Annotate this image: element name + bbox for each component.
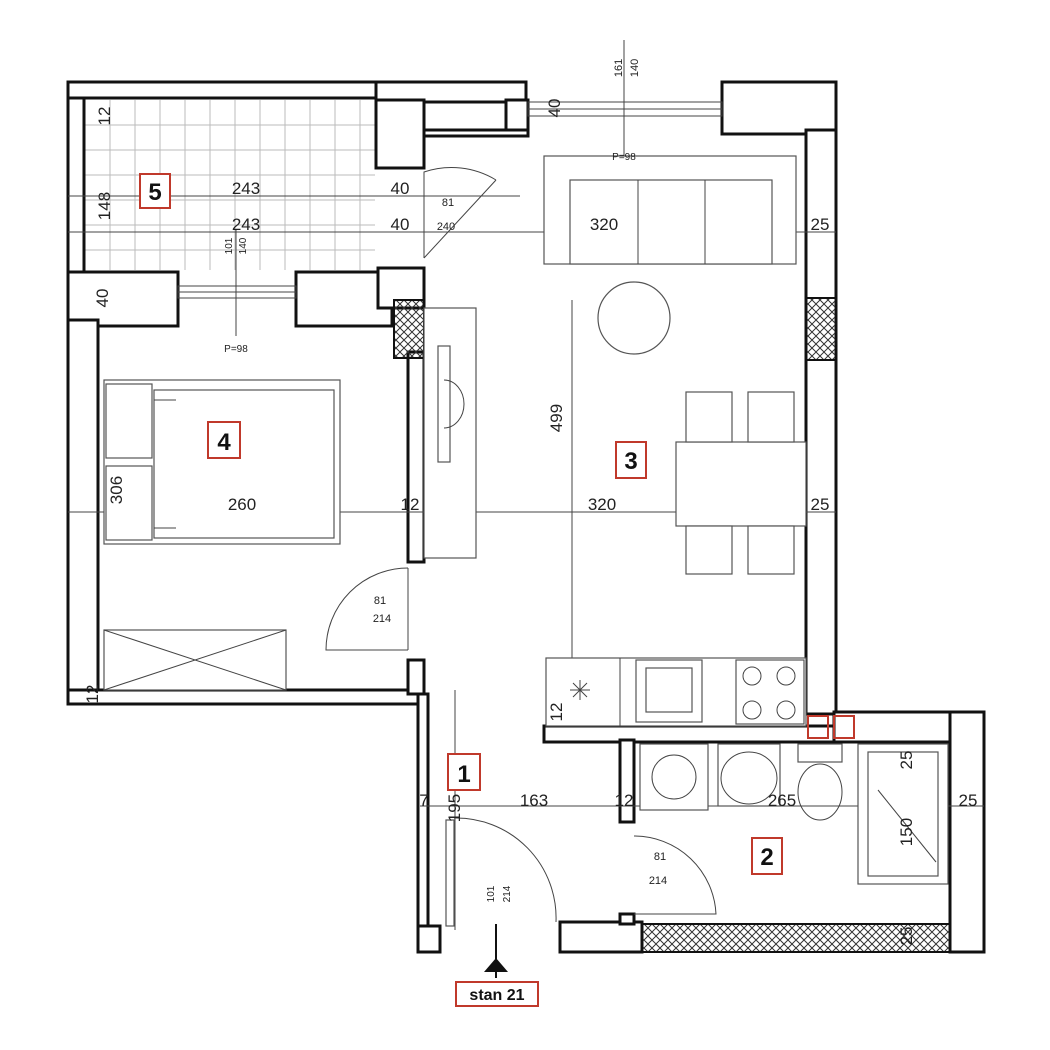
svg-text:5: 5 <box>148 179 161 206</box>
bedroom-door <box>325 567 409 651</box>
bathroom-fixtures <box>639 715 949 885</box>
window-p-label-left: P=98 <box>224 344 248 355</box>
entrance-label: stan 21 <box>455 981 539 1007</box>
svg-text:4: 4 <box>217 429 231 456</box>
dim-kitchen-wall-12: 12 <box>547 703 566 722</box>
round-table <box>597 281 671 355</box>
bathroom-door <box>633 835 717 915</box>
dim-wall-40-left: 40 <box>93 289 112 308</box>
dim-wall-40-b: 40 <box>391 215 410 234</box>
entry-door <box>445 817 557 927</box>
dim-living-width-top: 320 <box>590 215 618 234</box>
dim-hall-partition-12: 12 <box>615 791 634 810</box>
dim-hall-width: 163 <box>520 791 548 810</box>
room-label-4: 4 <box>207 421 241 459</box>
window-balcony-height: 140 <box>238 237 249 254</box>
balcony-tile-grid <box>85 100 375 270</box>
room-label-3: 3 <box>615 441 647 479</box>
dim-bath-wall-25-bottom: 25 <box>897 927 916 946</box>
dim-hall-depth: 195 <box>445 794 464 822</box>
windows <box>177 101 723 299</box>
dim-bedroom-door-h: 214 <box>373 613 391 625</box>
dim-living-length: 499 <box>547 404 566 432</box>
dim-entry-door-h: 214 <box>502 885 513 902</box>
dim-bath-wall-25-top: 25 <box>897 751 916 770</box>
window-top-height: 140 <box>629 59 641 77</box>
dim-balcony-door-w: 81 <box>442 197 454 209</box>
dim-balcony-width-2: 243 <box>232 215 260 234</box>
svg-text:stan 21: stan 21 <box>469 987 524 1004</box>
dim-balcony-wall-12: 12 <box>95 107 114 126</box>
bed <box>103 379 341 545</box>
window-p-label-top: P=98 <box>612 152 636 163</box>
dim-wall-40-top: 40 <box>545 99 564 118</box>
dim-ext-wall-25-top: 25 <box>811 215 830 234</box>
dim-balcony-width-1: 243 <box>232 179 260 198</box>
dim-balcony-depth: 148 <box>95 192 114 220</box>
dining-set <box>675 391 807 575</box>
window-top-width: 161 <box>613 59 625 77</box>
room-label-2: 2 <box>751 837 783 875</box>
balcony-door <box>423 167 497 259</box>
dim-bath-ext-25: 25 <box>959 791 978 810</box>
dim-partition-12-mid: 12 <box>401 495 420 514</box>
tv-unit <box>423 307 477 559</box>
dim-bedroom-wall-12: 12 <box>83 685 102 704</box>
dim-bedroom-width: 260 <box>228 495 256 514</box>
dim-bath-door-w: 81 <box>654 851 666 863</box>
dim-living-width-mid: 320 <box>588 495 616 514</box>
entry-arrow <box>484 924 508 978</box>
room-label-5: 5 <box>139 173 171 209</box>
dim-bath-tub: 150 <box>897 818 916 846</box>
dim-bedroom-door-w: 81 <box>374 595 386 607</box>
sofa <box>543 155 797 265</box>
window-balcony-width: 101 <box>224 237 235 254</box>
dim-wall-40-a: 40 <box>391 179 410 198</box>
dim-bath-door-h: 214 <box>649 875 667 887</box>
wardrobe <box>103 629 287 691</box>
svg-text:2: 2 <box>760 844 773 871</box>
dim-entry-door-w: 101 <box>486 885 497 902</box>
svg-text:3: 3 <box>624 448 637 475</box>
dim-hall-wall-7: 7 <box>419 791 428 810</box>
svg-text:1: 1 <box>457 761 470 788</box>
dim-bath-width: 265 <box>768 791 796 810</box>
kitchen-counter <box>545 657 807 727</box>
room-label-1: 1 <box>447 753 481 791</box>
dim-bedroom-depth: 306 <box>107 476 126 504</box>
hatched-columns <box>393 297 951 953</box>
dim-balcony-door-h: 240 <box>437 221 455 233</box>
dim-ext-wall-25-mid: 25 <box>811 495 830 514</box>
